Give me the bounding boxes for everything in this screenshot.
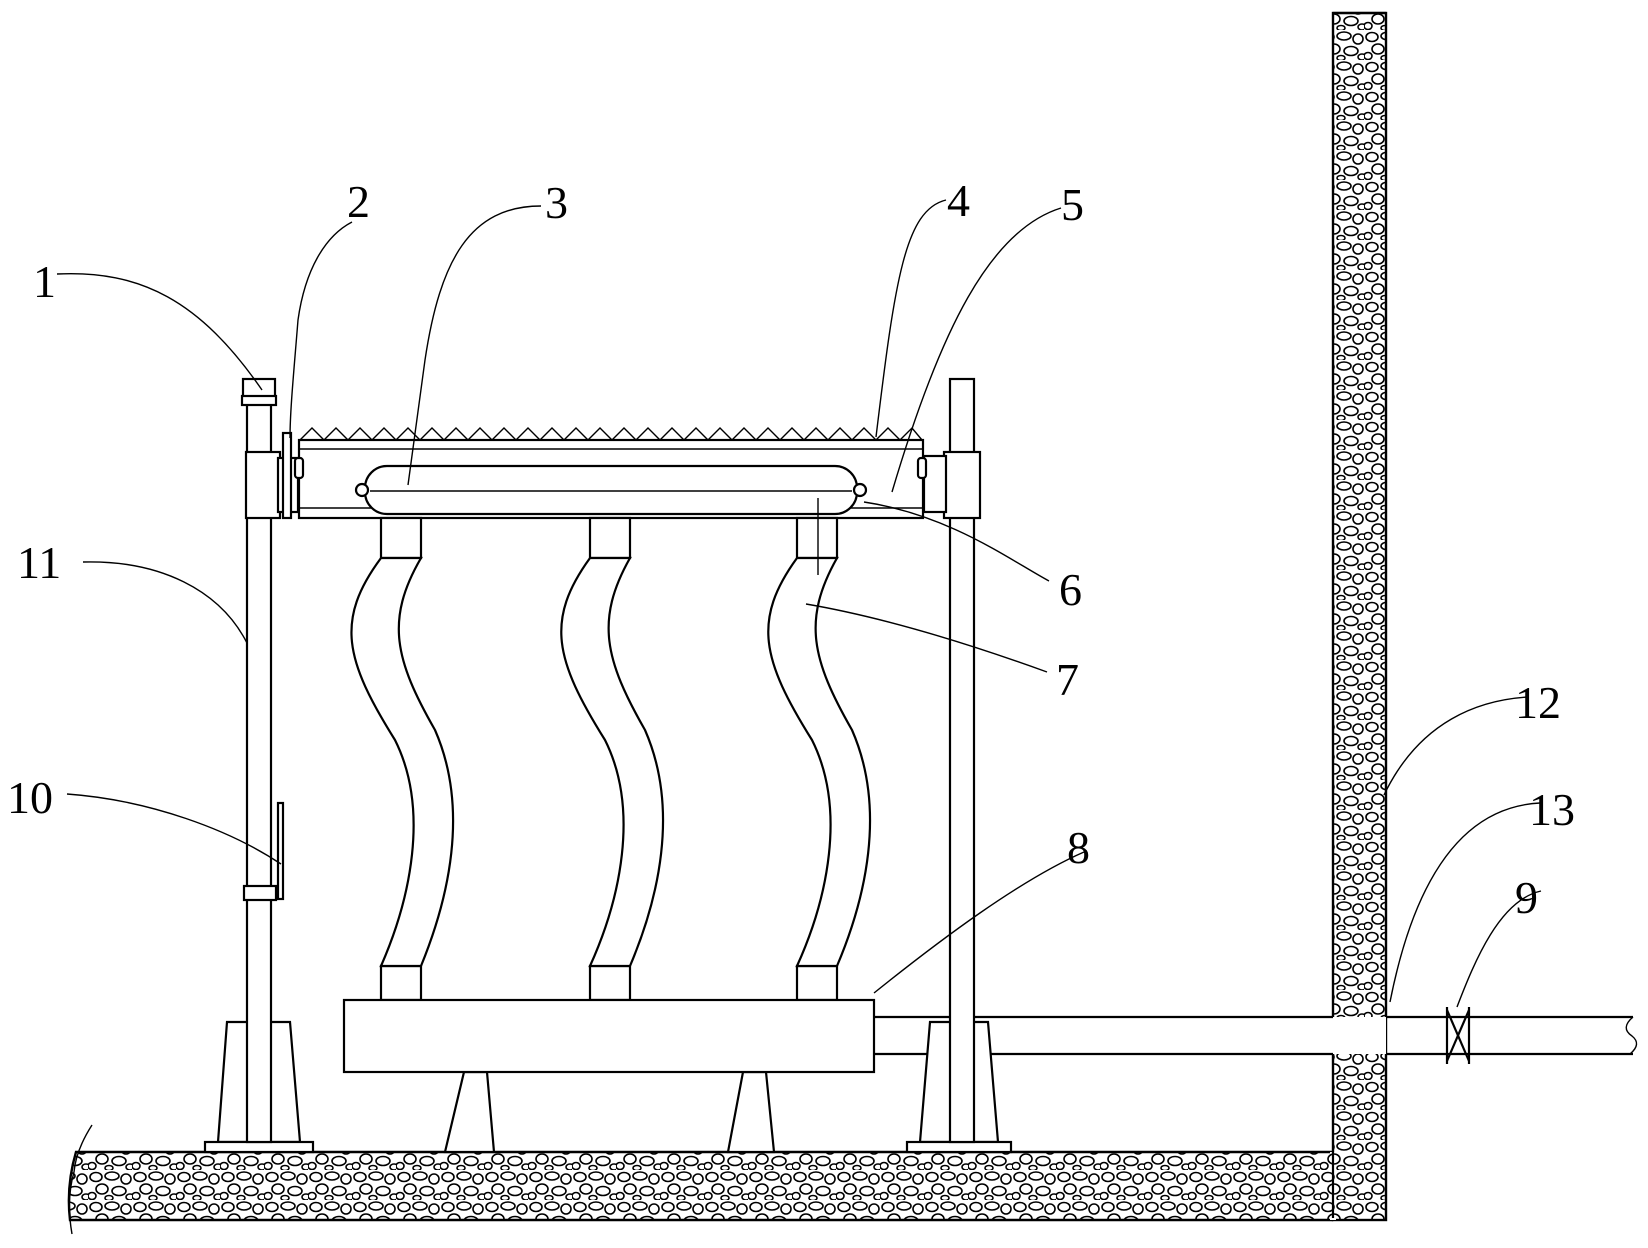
label-1: 1 (33, 256, 56, 307)
valve (1445, 1007, 1471, 1064)
label-7: 7 (1056, 654, 1079, 705)
label-4: 4 (947, 175, 970, 226)
label-9: 9 (1515, 872, 1538, 923)
label-13: 13 (1529, 784, 1575, 835)
label-11: 11 (17, 537, 61, 588)
label-10: 10 (7, 772, 53, 823)
hoses (350, 516, 872, 1002)
collecting-tank (342, 998, 876, 1074)
label-2: 2 (347, 176, 370, 227)
leader-lines (56, 199, 1542, 1008)
ground-gravel (67, 1150, 1334, 1222)
label-12: 12 (1515, 677, 1561, 728)
label-8: 8 (1067, 822, 1090, 873)
label-6: 6 (1059, 564, 1082, 615)
right-post (922, 377, 982, 1144)
label-5: 5 (1061, 179, 1084, 230)
label-3: 3 (545, 177, 568, 228)
ground-break-line (68, 1124, 93, 1235)
part-labels: 1 2 3 4 5 6 7 8 9 10 11 12 13 (7, 175, 1575, 923)
left-post (240, 377, 300, 1144)
serrated-plate (299, 426, 923, 441)
